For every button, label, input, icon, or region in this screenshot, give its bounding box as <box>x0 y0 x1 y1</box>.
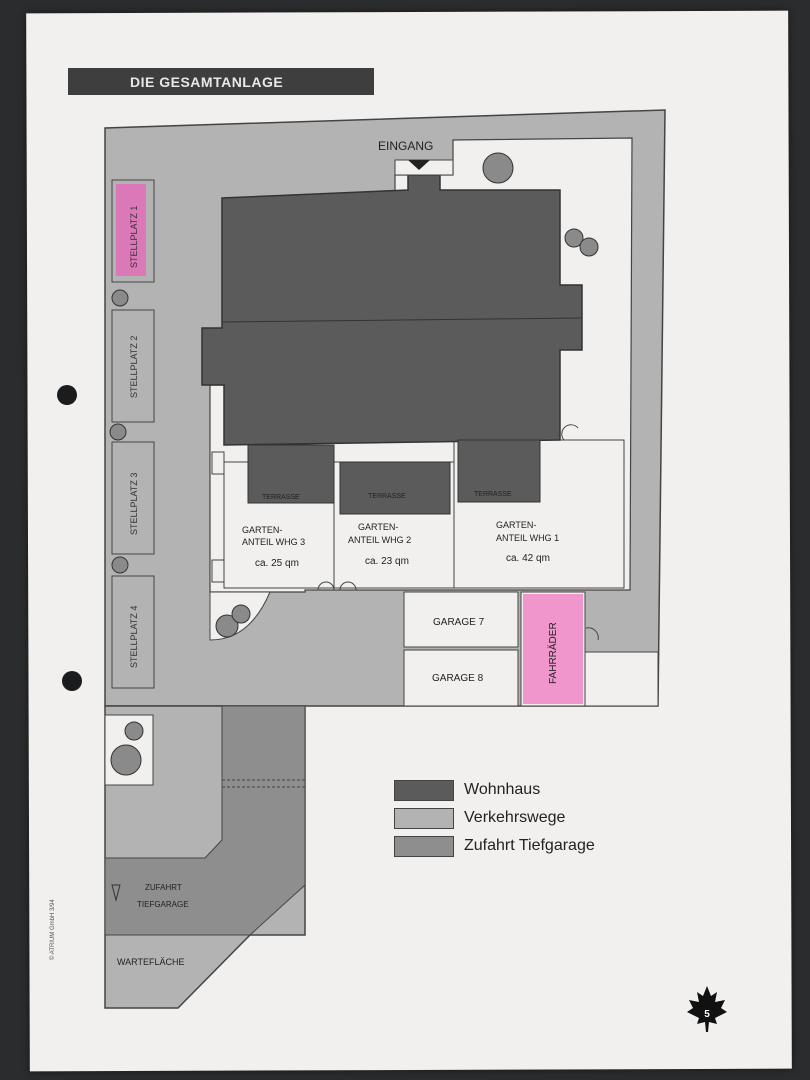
bike-room-highlight <box>523 594 583 704</box>
legend-label: Wohnhaus <box>464 781 541 798</box>
legend-item: Zufahrt Tiefgarage <box>394 832 595 860</box>
punch-hole <box>62 671 82 691</box>
legend-swatch <box>394 779 454 801</box>
tree-icon <box>482 152 514 184</box>
entrance-label: EINGANG <box>378 139 433 153</box>
garage-7 <box>403 591 519 648</box>
garage-8-label: GARAGE 8 <box>432 673 484 684</box>
bike-room-label: FAHRRÄDER <box>547 622 559 684</box>
parking-2-label: STELLPLATZ 2 <box>129 336 139 398</box>
parking-1-highlight <box>116 184 146 276</box>
garden-2-line1: GARTEN- <box>358 522 398 532</box>
terrace <box>339 461 451 515</box>
page-number-badge: 5 <box>687 986 727 1032</box>
terrace <box>247 444 335 504</box>
arrow-down-icon <box>111 884 121 902</box>
tree-icon <box>111 289 129 307</box>
legend-swatch <box>394 835 454 857</box>
title-bar <box>68 68 374 95</box>
garden-1-line1: GARTEN- <box>496 520 536 530</box>
tree-icon <box>111 556 129 574</box>
legend-label: Verkehrswege <box>464 809 566 826</box>
terrace <box>457 439 541 503</box>
garage-8 <box>403 649 519 707</box>
ramp-label-line2: TIEFGARAGE <box>137 900 189 909</box>
legend-label: Zufahrt Tiefgarage <box>464 837 595 854</box>
parking-1-label: STELLPLATZ 1 <box>129 206 139 268</box>
tree-icon <box>215 614 239 638</box>
terrace-label: TERRASSE <box>474 491 512 498</box>
legend: Wohnhaus Verkehrswege Zufahrt Tiefgarage <box>394 776 595 860</box>
ramp-label-line1: ZUFAHRT <box>145 883 182 892</box>
residential-building <box>201 174 583 446</box>
copyright-note: © ATRIUM GmbH 3/94 <box>50 899 56 960</box>
legend-item: Verkehrswege <box>394 804 595 832</box>
terrace-label: TERRASSE <box>262 494 300 501</box>
garden-3-area: ca. 25 qm <box>255 558 299 569</box>
page-title: DIE GESAMTANLAGE <box>130 74 284 90</box>
tree-icon <box>579 237 599 257</box>
legend-swatch <box>394 807 454 829</box>
maple-leaf-icon <box>687 986 727 1032</box>
garden-1-area: ca. 42 qm <box>506 553 550 564</box>
tree-icon <box>231 604 251 624</box>
terrace-label: TERRASSE <box>368 493 406 500</box>
entrance-arrow-icon <box>408 160 430 170</box>
garden-2-line2: ANTEIL WHG 2 <box>348 535 411 545</box>
page-number: 5 <box>704 1009 710 1020</box>
garden-3-line2: ANTEIL WHG 3 <box>242 537 305 547</box>
garden-2-area: ca. 23 qm <box>365 556 409 567</box>
tree-icon <box>124 721 144 741</box>
garden-3-line1: GARTEN- <box>242 525 282 535</box>
legend-item: Wohnhaus <box>394 776 595 804</box>
garden-1-line2: ANTEIL WHG 1 <box>496 533 559 543</box>
tree-icon <box>109 423 127 441</box>
tree-icon <box>564 228 584 248</box>
tree-icon <box>110 744 142 776</box>
parking-4-label: STELLPLATZ 4 <box>129 606 139 668</box>
parking-3-label: STELLPLATZ 3 <box>129 473 139 535</box>
punch-hole <box>57 385 77 405</box>
waiting-area-label: WARTEFLÄCHE <box>117 957 185 967</box>
garage-7-label: GARAGE 7 <box>433 617 485 628</box>
